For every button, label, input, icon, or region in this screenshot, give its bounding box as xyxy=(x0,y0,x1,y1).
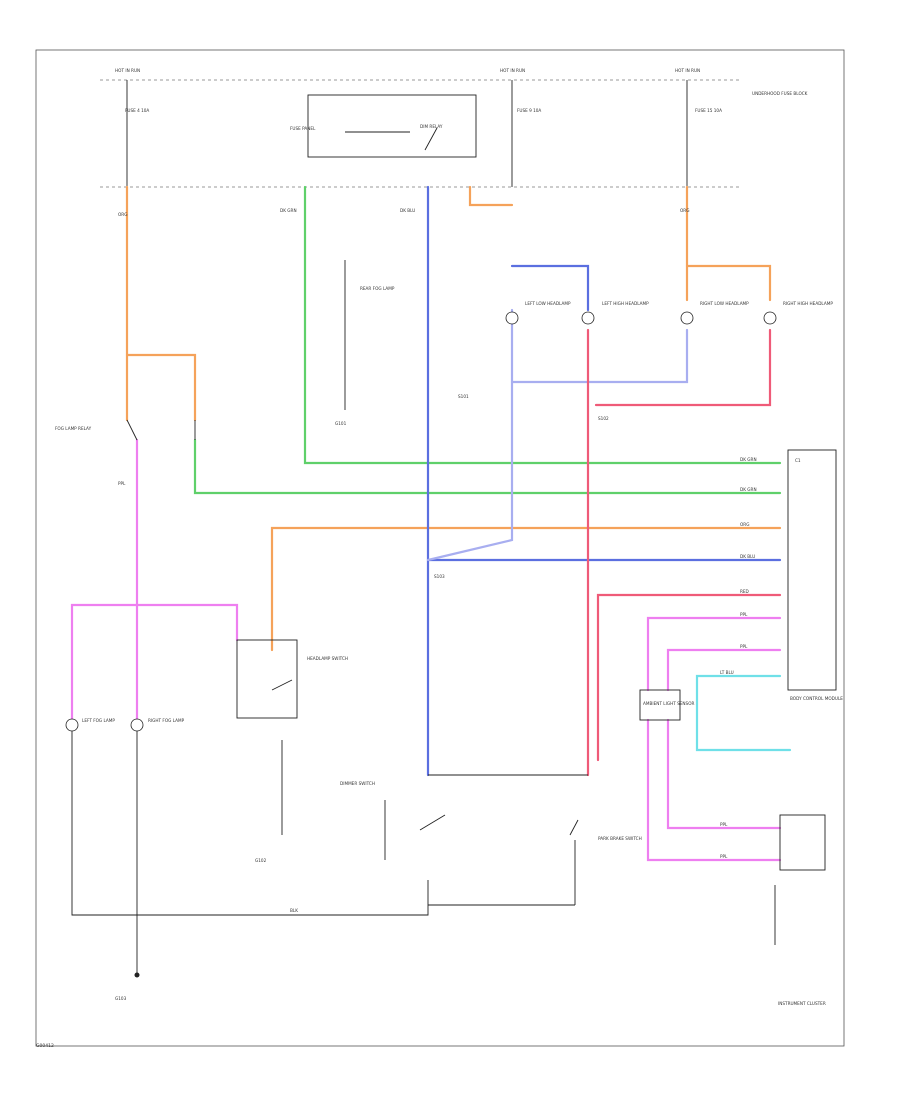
svg-text:PARK BRAKE SWITCH: PARK BRAKE SWITCH xyxy=(598,836,642,841)
connector-label: C1 xyxy=(795,458,801,463)
instrument-cluster-label: INSTRUMENT CLUSTER xyxy=(778,1001,826,1006)
wire-code-12: ORG xyxy=(118,212,127,217)
svg-text:LEFT HIGH HEADLAMP: LEFT HIGH HEADLAMP xyxy=(602,301,649,306)
splice-label-2: S102 xyxy=(598,416,609,421)
lavender-wire-1 xyxy=(426,308,514,562)
fog-relay: FOG LAMP RELAY xyxy=(55,419,196,441)
wire-code-15: DK BLU xyxy=(400,208,415,213)
rh-low-headlamp: RIGHT LOW HEADLAMP xyxy=(680,301,749,325)
orange-wire-fuse-top xyxy=(468,185,514,207)
violet-wire-loop xyxy=(70,603,239,722)
wire-code-5: RED xyxy=(740,589,749,594)
violet-wire-bcm-2 xyxy=(666,648,782,692)
violet-wire-bcm-1 xyxy=(646,616,782,692)
bcm-label: BODY CONTROL MODULE xyxy=(790,696,843,701)
green-wire-lower xyxy=(193,438,782,495)
orange-wire-right-branch xyxy=(685,264,772,302)
svg-text:DIMMER SWITCH: DIMMER SWITCH xyxy=(340,781,375,786)
svg-text:RIGHT LOW HEADLAMP: RIGHT LOW HEADLAMP xyxy=(700,301,749,306)
svg-text:AMBIENT LIGHT SENSOR: AMBIENT LIGHT SENSOR xyxy=(643,701,694,706)
lh-fog-lamp: LEFT FOG LAMP xyxy=(65,718,115,732)
splice-label-1: S101 xyxy=(458,394,469,399)
hot-run-label-2: HOT IN RUN xyxy=(500,68,525,73)
ground-label-1: G101 xyxy=(335,421,347,426)
fuse-label-2: FUSE 9 10A xyxy=(517,108,541,113)
splice-label-3: S103 xyxy=(434,574,445,579)
lavender-wire-2 xyxy=(510,328,689,384)
fuse-label-1: FUSE 4 10A xyxy=(125,108,149,113)
wire-code-10: PPL xyxy=(720,854,728,859)
wire-code-2: DK GRN xyxy=(740,487,757,492)
ambient-sensor: AMBIENT LIGHT SENSOR xyxy=(639,689,694,721)
bcm-box xyxy=(787,449,837,691)
headlamp-switch-label: HEADLAMP SWITCH xyxy=(307,656,348,661)
figure-id: G00412 xyxy=(36,1044,54,1049)
svg-text:RIGHT FOG LAMP: RIGHT FOG LAMP xyxy=(148,718,185,723)
cyan-wire xyxy=(695,674,792,752)
instrument-cluster-box xyxy=(779,814,826,871)
ground-rail xyxy=(71,731,429,916)
diagram-frame xyxy=(35,49,845,1047)
wire-code-13: PPL xyxy=(118,481,126,486)
svg-text:LEFT LOW HEADLAMP: LEFT LOW HEADLAMP xyxy=(525,301,571,306)
hot-run-label-3: HOT IN RUN xyxy=(675,68,700,73)
wire-code-16: ORG xyxy=(680,208,689,213)
wire-code-4: DK BLU xyxy=(740,554,755,559)
svg-text:LEFT FOG LAMP: LEFT FOG LAMP xyxy=(82,718,115,723)
wire-code-11: BLK xyxy=(290,908,298,913)
svg-text:FOG LAMP RELAY: FOG LAMP RELAY xyxy=(55,426,92,431)
rh-high-headlamp: RIGHT HIGH HEADLAMP xyxy=(763,301,833,325)
orange-wire-left-branch xyxy=(125,353,197,422)
ground-dot xyxy=(134,972,140,978)
violet-wire-cluster-1 xyxy=(646,718,782,862)
rh-fog-lamp: RIGHT FOG LAMP xyxy=(130,718,185,732)
headlamp-switch-contact xyxy=(271,679,293,691)
orange-wire-mid xyxy=(270,526,782,652)
svg-text:RIGHT HIGH HEADLAMP: RIGHT HIGH HEADLAMP xyxy=(783,301,833,306)
red-wire-right xyxy=(594,328,772,407)
wire-code-3: ORG xyxy=(740,522,749,527)
blue-wire-lh-lamps xyxy=(510,264,590,312)
wire-code-7: PPL xyxy=(740,644,748,649)
wire-code-1: DK GRN xyxy=(740,457,757,462)
ground-label-3: G103 xyxy=(115,996,127,1001)
lh-high-headlamp: LEFT HIGH HEADLAMP xyxy=(581,301,649,325)
lh-low-headlamp: LEFT LOW HEADLAMP xyxy=(505,301,571,325)
dim-relay-label: DIM RELAY xyxy=(420,124,443,129)
park-brake-switch: PARK BRAKE SWITCH xyxy=(428,819,642,906)
headlamp-switch-box xyxy=(236,639,298,719)
violet-wire-cluster-2 xyxy=(666,718,782,830)
dim-relay-switch xyxy=(424,127,438,151)
wire-code-6: PPL xyxy=(740,612,748,617)
fuse-block-label: UNDERHOOD FUSE BLOCK xyxy=(752,91,808,96)
fuse-label-3: FUSE 15 10A xyxy=(695,108,722,113)
wire-code-8: LT BLU xyxy=(720,670,734,675)
red-wire-bcm xyxy=(596,593,782,762)
dim-relay-box xyxy=(307,94,477,158)
wire-code-9: PPL xyxy=(720,822,728,827)
rear-fog-label: REAR FOG LAMP xyxy=(360,286,395,291)
ground-label-2: G102 xyxy=(255,858,267,863)
green-wire-upper xyxy=(303,185,782,465)
dimmer-switch: DIMMER SWITCH xyxy=(340,774,588,860)
wire-code-14: DK GRN xyxy=(280,208,297,213)
fuse-panel-label: FUSE PANEL xyxy=(290,126,316,131)
hot-run-label-1: HOT IN RUN xyxy=(115,68,140,73)
